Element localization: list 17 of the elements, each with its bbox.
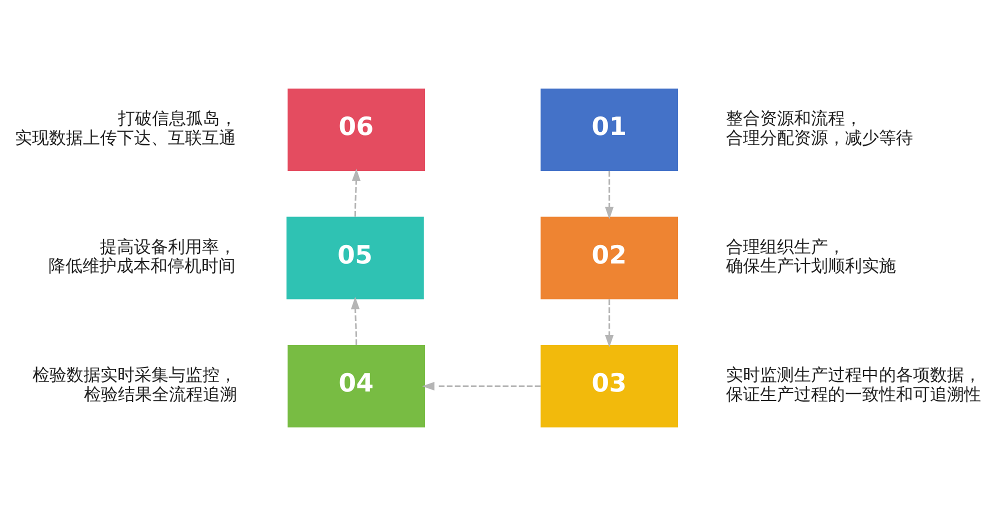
node-box: 05 [286,216,424,300]
node-box: 03 [540,345,678,428]
arrow [604,299,614,348]
node-box: 06 [288,88,426,171]
node-box: 02 [540,216,678,300]
node-label: 合理组织生产，确保生产计划顺利实施 [726,237,896,277]
arrow [350,296,360,345]
node-label: 实时监测生产过程中的各项数据，保证生产过程的一致性和可追溯性 [726,365,982,405]
arrow [352,168,361,217]
node-label: 整合资源和流程，合理分配资源，减少等待 [726,109,914,149]
arrow [604,171,614,220]
node-label: 打破信息孤岛，实现数据上传下达、互联互通 [15,109,238,149]
node-label: 提高设备利用率，降低维护成本和停机时间 [48,237,236,277]
node-box: 04 [288,345,426,428]
node-box: 01 [540,88,678,171]
node-label: 检验数据实时采集与监控，检验结果全流程追溯 [32,365,237,405]
arrow [422,382,541,391]
